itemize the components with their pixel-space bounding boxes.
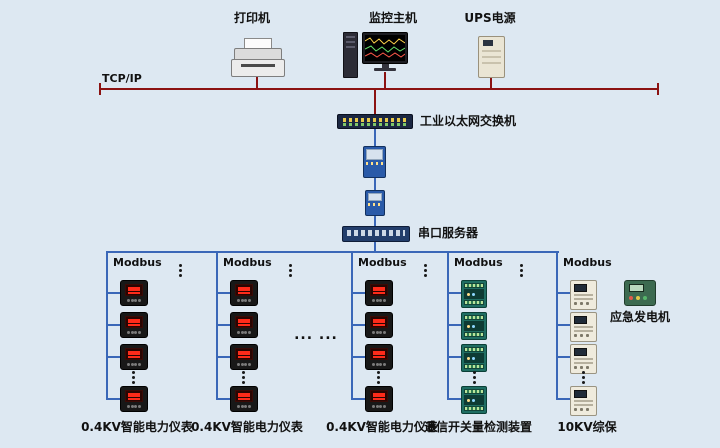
tcpip-label: TCP/IP <box>102 72 142 85</box>
server-trunk-line <box>374 240 376 253</box>
more-groups-ellipsis: ... ... <box>294 327 338 343</box>
power-meter-icon <box>120 344 148 370</box>
ellipsis-dots <box>289 264 292 277</box>
device-stub-line <box>448 356 461 358</box>
pc-tower-icon <box>343 32 358 78</box>
power-meter-icon <box>365 280 393 306</box>
tcpip-endcap-right <box>657 83 659 95</box>
protection-device-icon <box>570 344 597 374</box>
ellipsis-dots <box>242 371 245 384</box>
ellipsis-dots <box>473 371 476 384</box>
bus-bottom-label: 0.4KV智能电力仪表 <box>326 420 438 434</box>
device-stub-line <box>448 324 461 326</box>
modbus-trunk-line <box>106 251 559 253</box>
modbus-label: Modbus <box>454 256 503 269</box>
tcpip-endcap-left <box>99 83 101 95</box>
bus-bottom-label: 0.4KV智能电力仪表 <box>81 420 193 434</box>
io-module-icon <box>461 280 487 308</box>
modbus-label: Modbus <box>113 256 162 269</box>
protection-device-icon <box>570 312 597 342</box>
power-meter-icon <box>230 344 258 370</box>
modbus-label: Modbus <box>358 256 407 269</box>
media-converter-icon <box>365 190 385 216</box>
bus-bottom-label: 10KV综保 <box>557 420 617 434</box>
device-stub-line <box>107 398 120 400</box>
ellipsis-dots <box>424 264 427 277</box>
power-meter-icon <box>365 386 393 412</box>
device-stub-line <box>107 324 120 326</box>
device-stub-line <box>352 356 365 358</box>
ethernet-switch-icon <box>337 114 413 129</box>
bus-bottom-label: 0.4KV智能电力仪表 <box>191 420 303 434</box>
serial-server-label: 串口服务器 <box>418 226 479 240</box>
switch-leds <box>343 123 407 126</box>
printer-body <box>231 59 285 77</box>
device-stub-line <box>557 292 570 294</box>
device-stub-line <box>352 398 365 400</box>
converter-server-line <box>374 214 376 228</box>
converter-converter-line <box>374 176 376 192</box>
monitor-stand <box>382 64 389 68</box>
modbus-label: Modbus <box>563 256 612 269</box>
power-meter-icon <box>120 312 148 338</box>
emergency-generator-icon <box>624 280 656 306</box>
monitoring-host-icon <box>343 32 409 78</box>
protection-device-icon <box>570 280 597 310</box>
host-drop-line <box>384 72 386 88</box>
tcpip-bus-line <box>100 88 658 90</box>
generator-label: 应急发电机 <box>609 310 670 324</box>
device-stub-line <box>448 398 461 400</box>
device-stub-line <box>217 356 230 358</box>
ellipsis-dots <box>132 371 135 384</box>
ups-label: UPS电源 <box>464 11 516 25</box>
device-stub-line <box>352 292 365 294</box>
ellipsis-dots <box>582 371 585 384</box>
device-stub-line <box>217 324 230 326</box>
printer-drop-line <box>256 75 258 88</box>
monitor-icon <box>362 32 408 64</box>
power-meter-icon <box>230 312 258 338</box>
device-stub-line <box>107 356 120 358</box>
power-meter-icon <box>230 386 258 412</box>
device-stub-line <box>557 356 570 358</box>
io-module-icon <box>461 386 487 414</box>
power-meter-icon <box>230 280 258 306</box>
screen-waveform <box>365 35 405 61</box>
power-meter-icon <box>365 344 393 370</box>
device-stub-line <box>557 324 570 326</box>
switch-drop-line <box>374 90 376 116</box>
device-stub-line <box>107 292 120 294</box>
ups-display <box>483 40 493 46</box>
switch-converter-line <box>374 128 376 148</box>
printer-label: 打印机 <box>233 11 270 25</box>
monitor-base <box>374 68 396 71</box>
serial-server-ports <box>347 230 405 236</box>
io-module-icon <box>461 344 487 372</box>
modbus-label: Modbus <box>223 256 272 269</box>
bus-bottom-label: 遥信开关量检测装置 <box>423 420 532 434</box>
serial-server-icon <box>342 226 410 242</box>
ups-icon <box>478 36 505 78</box>
ups-drop-line <box>490 76 492 88</box>
device-stub-line <box>352 324 365 326</box>
media-converter-icon <box>363 146 386 178</box>
ellipsis-dots <box>179 264 182 277</box>
power-meter-icon <box>120 386 148 412</box>
ellipsis-dots <box>377 371 380 384</box>
generator-screen <box>629 284 644 292</box>
host-label: 监控主机 <box>368 11 417 25</box>
io-module-icon <box>461 312 487 340</box>
switch-ports <box>343 118 407 122</box>
printer-slot <box>241 64 275 67</box>
device-stub-line <box>217 398 230 400</box>
power-meter-icon <box>120 280 148 306</box>
protection-device-icon <box>570 386 597 416</box>
switch-label: 工业以太网交换机 <box>420 114 517 128</box>
printer-icon <box>231 38 285 78</box>
device-stub-line <box>448 292 461 294</box>
device-stub-line <box>217 292 230 294</box>
power-meter-icon <box>365 312 393 338</box>
ellipsis-dots <box>520 264 523 277</box>
device-stub-line <box>557 398 570 400</box>
